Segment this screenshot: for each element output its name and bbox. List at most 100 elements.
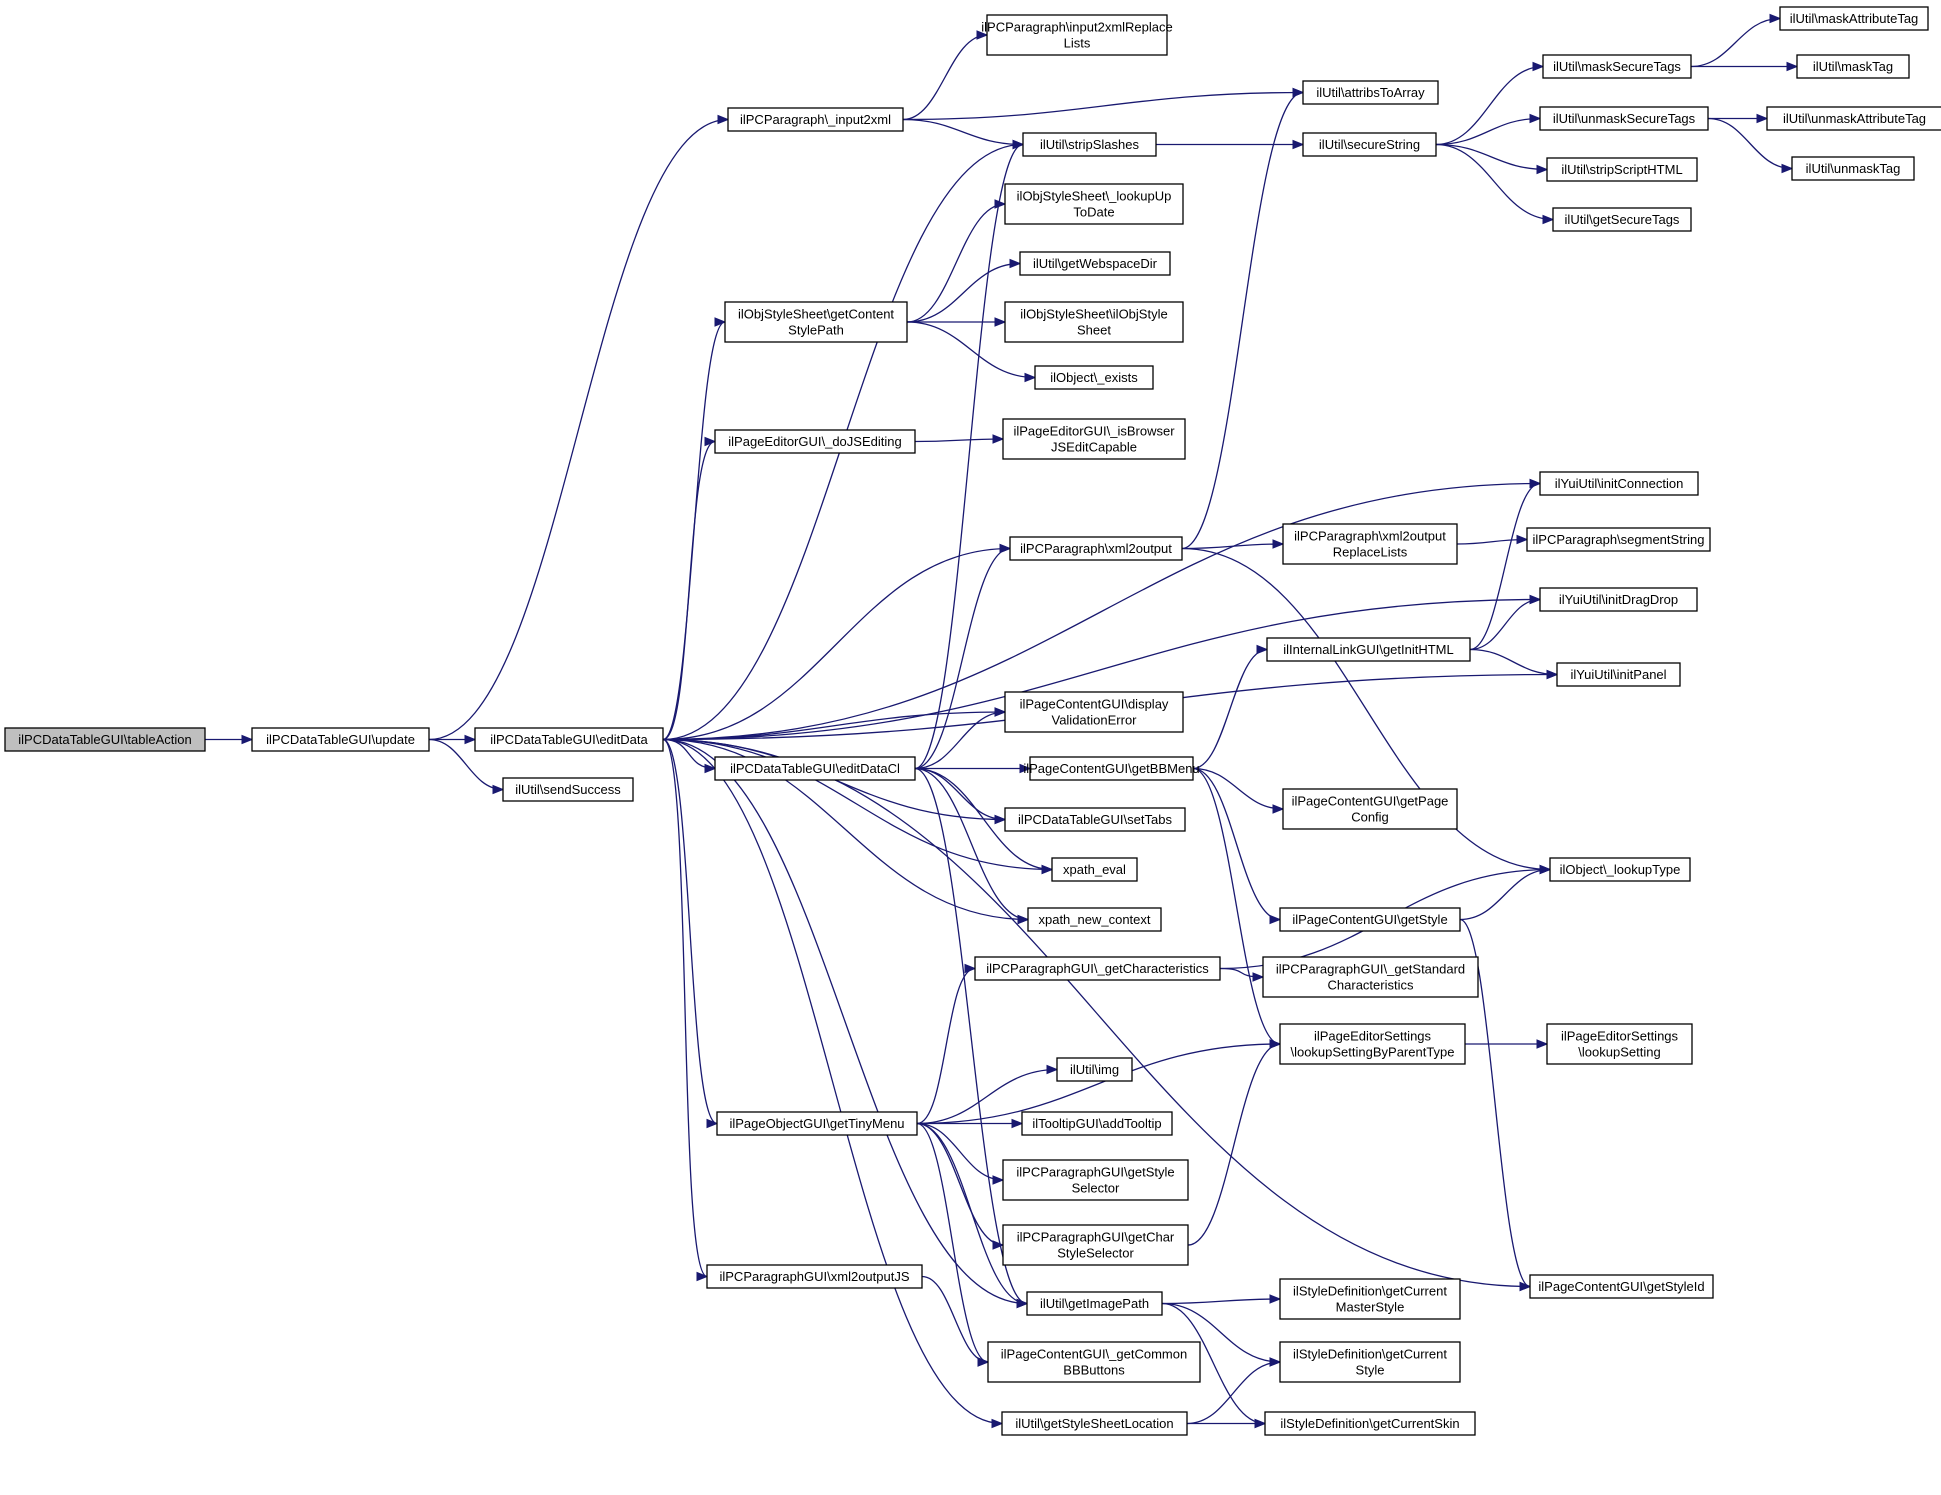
arrowhead bbox=[999, 543, 1012, 554]
node-unmask-attribute-tag[interactable]: ilUtil\unmaskAttributeTag bbox=[1766, 106, 1941, 131]
node-label: ilUtil\getImagePath bbox=[1040, 1296, 1149, 1311]
node-get-bbmenu[interactable]: ilPageContentGUI\getBBMenu bbox=[1023, 756, 1200, 781]
edge-secure-string-to-get-secure-tags bbox=[1435, 143, 1555, 225]
node-label: BBButtons bbox=[1063, 1363, 1125, 1378]
node-il-obj-style-sheet[interactable]: ilObjStyleSheet\ilObjStyleSheet bbox=[1004, 301, 1184, 343]
edge-get-bbmenu-to-get-style bbox=[1192, 767, 1282, 925]
arrowhead bbox=[1292, 87, 1305, 98]
node-secure-string[interactable]: ilUtil\secureString bbox=[1302, 132, 1437, 157]
node-mask-attribute-tag[interactable]: ilUtil\maskAttributeTag bbox=[1779, 6, 1929, 31]
node-lookup-setting-by-parent-type[interactable]: ilPageEditorSettings\lookupSettingByPare… bbox=[1279, 1023, 1466, 1065]
node-xpath-eval[interactable]: xpath_eval bbox=[1051, 857, 1138, 882]
node-strip-slashes[interactable]: ilUtil\stripSlashes bbox=[1022, 132, 1157, 157]
node-get-standard-char[interactable]: ilPCParagraphGUI\_getStandardCharacteris… bbox=[1262, 956, 1479, 998]
edge-line bbox=[1181, 91, 1304, 550]
node-table-action[interactable]: ilPCDataTableGUI\tableAction bbox=[4, 727, 206, 752]
node-xpath-new-context[interactable]: xpath_new_context bbox=[1027, 907, 1162, 932]
node-update[interactable]: ilPCDataTableGUI\update bbox=[251, 727, 430, 752]
edge-line bbox=[1187, 1043, 1281, 1246]
node-unmask-tag[interactable]: ilUtil\unmaskTag bbox=[1791, 156, 1915, 181]
node-unmask-secure-tags[interactable]: ilUtil\unmaskSecureTags bbox=[1539, 106, 1709, 131]
node-strip-script-html[interactable]: ilUtil\stripScriptHTML bbox=[1546, 157, 1698, 182]
edge-line bbox=[914, 711, 1006, 770]
edge-strip-slashes-to-secure-string bbox=[1156, 139, 1305, 150]
node-get-style-id[interactable]: ilPageContentGUI\getStyleId bbox=[1529, 1274, 1714, 1299]
node-lookup-setting[interactable]: ilPageEditorSettings\lookupSetting bbox=[1546, 1023, 1693, 1065]
node-edit-data-cl[interactable]: ilPCDataTableGUI\editDataCl bbox=[714, 756, 916, 781]
node-get-characteristics[interactable]: ilPCParagraphGUI\_getCharacteristics bbox=[974, 956, 1221, 981]
node-get-tiny-menu[interactable]: ilPageObjectGUI\getTinyMenu bbox=[716, 1111, 918, 1136]
node-box bbox=[1546, 157, 1698, 182]
node-send-success[interactable]: ilUtil\sendSuccess bbox=[502, 777, 634, 802]
node-get-webspace-dir[interactable]: ilUtil\getWebspaceDir bbox=[1019, 251, 1171, 276]
node-box bbox=[1004, 301, 1184, 343]
arrowhead bbox=[1009, 258, 1022, 269]
node-img[interactable]: ilUtil\img bbox=[1056, 1057, 1133, 1082]
node-label: ilUtil\getWebspaceDir bbox=[1033, 256, 1158, 271]
node-mask-secure-tags[interactable]: ilUtil\maskSecureTags bbox=[1542, 54, 1692, 79]
node-box bbox=[1539, 471, 1699, 496]
node-label: ilPCParagraph\xml2output bbox=[1020, 541, 1172, 556]
edge-edit-data-cl-to-set-tabs bbox=[914, 767, 1007, 825]
edge-input2xml-to-attribs-to-array bbox=[902, 87, 1305, 121]
edge-line bbox=[1707, 117, 1793, 170]
node-edit-data[interactable]: ilPCDataTableGUI\editData bbox=[474, 727, 664, 752]
edge-line bbox=[1469, 648, 1558, 676]
node-attribs-to-array[interactable]: ilUtil\attribsToArray bbox=[1302, 80, 1439, 105]
edge-line bbox=[1181, 547, 1551, 871]
node-label: ilPageContentGUI\getStyleId bbox=[1538, 1279, 1704, 1294]
edge-xml2output-to-xml2output-rl bbox=[1181, 539, 1285, 550]
node-box bbox=[1526, 527, 1711, 552]
node-box bbox=[1302, 132, 1437, 157]
node-get-style[interactable]: ilPageContentGUI\getStyle bbox=[1279, 907, 1461, 932]
edge-get-style-to-lookup-type bbox=[1459, 864, 1552, 921]
node-label: ilUtil\stripSlashes bbox=[1040, 137, 1139, 152]
node-box bbox=[1282, 523, 1458, 565]
arrowhead bbox=[1017, 914, 1030, 925]
edge-line bbox=[662, 598, 1541, 741]
node-get-current-skin[interactable]: ilStyleDefinition\getCurrentSkin bbox=[1264, 1411, 1476, 1436]
node-get-secure-tags[interactable]: ilUtil\getSecureTags bbox=[1552, 207, 1692, 232]
arrowhead bbox=[1536, 164, 1549, 175]
node-init-drag-drop[interactable]: ilYuiUtil\initDragDrop bbox=[1539, 587, 1698, 612]
node-xml2output[interactable]: ilPCParagraph\xml2output bbox=[1009, 536, 1183, 561]
node-label: ilPCParagraphGUI\xml2outputJS bbox=[719, 1269, 909, 1284]
node-label: ilPCDataTableGUI\editDataCl bbox=[730, 761, 900, 776]
node-get-init-html[interactable]: ilInternalLinkGUI\getInitHTML bbox=[1266, 637, 1471, 662]
node-mask-tag[interactable]: ilUtil\maskTag bbox=[1796, 54, 1910, 79]
node-box bbox=[716, 1111, 918, 1136]
edge-line bbox=[1192, 648, 1268, 770]
node-set-tabs[interactable]: ilPCDataTableGUI\setTabs bbox=[1004, 807, 1186, 832]
node-init-panel[interactable]: ilYuiUtil\initPanel bbox=[1556, 662, 1681, 687]
arrowhead bbox=[1269, 914, 1282, 925]
edge-line bbox=[1161, 1302, 1281, 1363]
node-lookup-type[interactable]: ilObject\_lookupType bbox=[1549, 857, 1691, 882]
node-get-image-path[interactable]: ilUtil\getImagePath bbox=[1026, 1291, 1163, 1316]
node-obj-exists[interactable]: ilObject\_exists bbox=[1034, 365, 1154, 390]
edge-line bbox=[1192, 767, 1281, 1045]
node-add-tooltip[interactable]: ilTooltipGUI\addTooltip bbox=[1021, 1111, 1173, 1136]
arrowhead bbox=[1252, 972, 1265, 982]
edge-line bbox=[914, 767, 1029, 921]
node-do-jsediting[interactable]: ilPageEditorGUI\_doJSEditing bbox=[714, 429, 916, 454]
edge-line bbox=[902, 91, 1304, 121]
node-init-connection[interactable]: ilYuiUtil\initConnection bbox=[1539, 471, 1699, 496]
node-segment-string[interactable]: ilPCParagraph\segmentString bbox=[1526, 527, 1711, 552]
node-xml2output-js[interactable]: ilPCParagraphGUI\xml2outputJS bbox=[706, 1264, 923, 1289]
node-input2xml[interactable]: ilPCParagraph\_input2xml bbox=[727, 107, 904, 132]
node-box bbox=[1004, 807, 1186, 832]
node-get-style-sheet-location[interactable]: ilUtil\getStyleSheetLocation bbox=[1001, 1411, 1188, 1436]
edge-secure-string-to-unmask-secure-tags bbox=[1435, 113, 1542, 146]
